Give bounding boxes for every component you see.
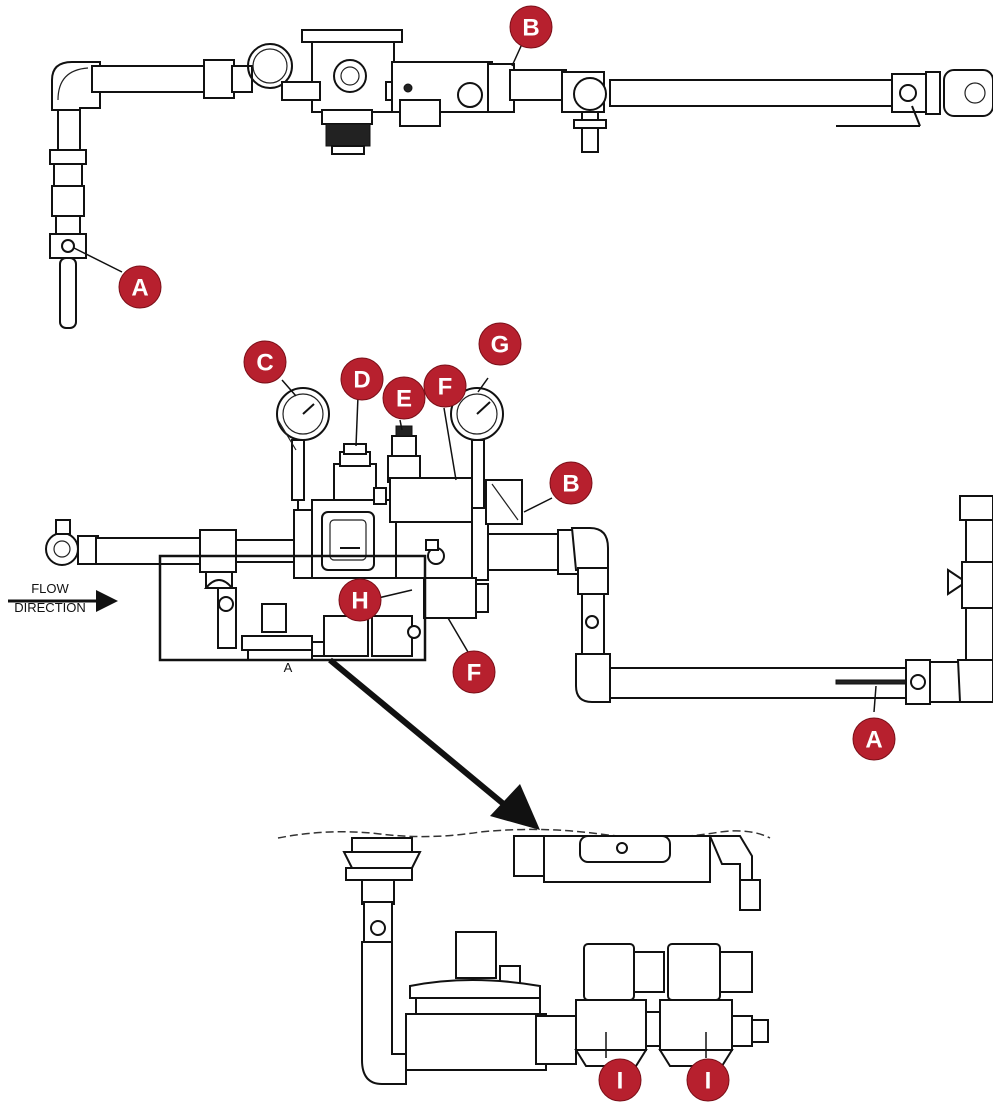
callout-a-top: A: [118, 265, 162, 309]
leader-lines: [73, 43, 877, 1058]
callout-e: E: [382, 376, 426, 420]
callout-i-left: I: [598, 1058, 642, 1102]
svg-text:F: F: [438, 374, 453, 401]
detail-box-label: A: [284, 660, 293, 675]
callout-b-mid: B: [549, 461, 593, 505]
callout-c: C: [243, 340, 287, 384]
callout-b-top: B: [509, 5, 553, 49]
detail-box-a: [158, 554, 427, 662]
svg-text:C: C: [256, 350, 273, 377]
callout-a-mid: A: [852, 717, 896, 761]
detail-pointer-arrow: [328, 657, 540, 830]
callout-g: G: [478, 322, 522, 366]
flow-direction-indicator: FLOW DIRECTION: [8, 581, 118, 615]
callout-f-bottom: F: [452, 650, 496, 694]
svg-text:G: G: [491, 332, 510, 359]
svg-text:I: I: [617, 1068, 624, 1095]
detail-view-assembly: [277, 828, 771, 1085]
callout-f-top: F: [423, 364, 467, 408]
svg-text:I: I: [705, 1068, 712, 1095]
svg-text:A: A: [865, 727, 882, 754]
svg-text:H: H: [351, 588, 368, 615]
svg-text:A: A: [131, 275, 148, 302]
top-view-assembly: [49, 29, 993, 329]
svg-text:D: D: [353, 367, 370, 394]
flow-arrow-icon: [96, 590, 118, 612]
callout-d: D: [340, 357, 384, 401]
svg-text:E: E: [396, 386, 412, 413]
front-view-assembly: A: [45, 387, 993, 705]
callout-i-right: I: [686, 1058, 730, 1102]
svg-text:B: B: [562, 471, 579, 498]
flow-label-line1: FLOW: [31, 581, 69, 596]
callout-h: H: [338, 578, 382, 622]
flow-label-line2: DIRECTION: [14, 600, 86, 615]
svg-text:F: F: [467, 660, 482, 687]
svg-text:B: B: [522, 15, 539, 42]
